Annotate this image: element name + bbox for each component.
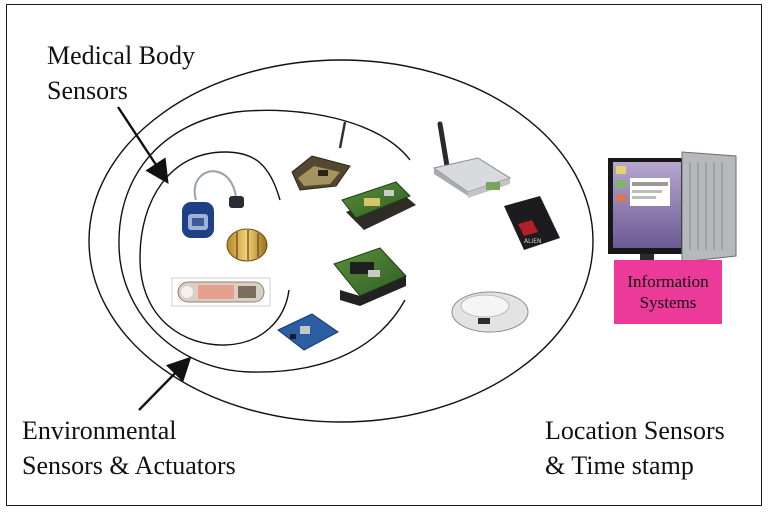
sensor-board-antenna-icon: [291, 121, 351, 191]
info-box-line-2: Systems: [639, 293, 697, 312]
wifi-access-point-icon: [432, 121, 512, 198]
environmental-label-line-2: Sensors & Actuators: [22, 451, 236, 480]
sensor-board-small-icon: [277, 313, 339, 351]
rfid-antenna-icon: [451, 291, 529, 333]
medical-label-line-2: Sensors: [47, 76, 128, 105]
location-sensors-boundary: [88, 59, 594, 423]
capsule-sensor-icon: [226, 228, 268, 262]
svg-text:ALIEN: ALIEN: [524, 238, 542, 245]
pill-camera-icon: [171, 277, 271, 307]
medical-sensors-boundary: [139, 151, 290, 346]
environmental-sensors-label: Environmental Sensors & Actuators: [22, 413, 236, 483]
sensor-mote-green-icon: [341, 181, 416, 230]
location-label-line-1: Location Sensors: [545, 416, 725, 445]
information-systems-box: Information Systems: [614, 260, 722, 324]
medical-arrow: [116, 106, 169, 185]
computer-workstation-icon: [608, 151, 737, 263]
alien-rfid-reader-icon: ALIEN: [504, 196, 560, 250]
sensor-node-battery-icon: [333, 247, 407, 306]
diagram-frame: [6, 4, 762, 506]
environmental-arrow: [138, 356, 192, 411]
medical-label-line-1: Medical Body: [47, 41, 196, 70]
environmental-label-line-1: Environmental: [22, 416, 177, 445]
medical-body-sensors-label: Medical Body Sensors: [47, 38, 195, 108]
info-box-line-1: Information: [627, 272, 709, 291]
environmental-sensors-boundary: [118, 109, 411, 373]
location-sensors-label: Location Sensors & Time stamp: [545, 413, 725, 483]
location-label-line-2: & Time stamp: [545, 451, 694, 480]
implantable-sensor-icon: [182, 170, 244, 238]
